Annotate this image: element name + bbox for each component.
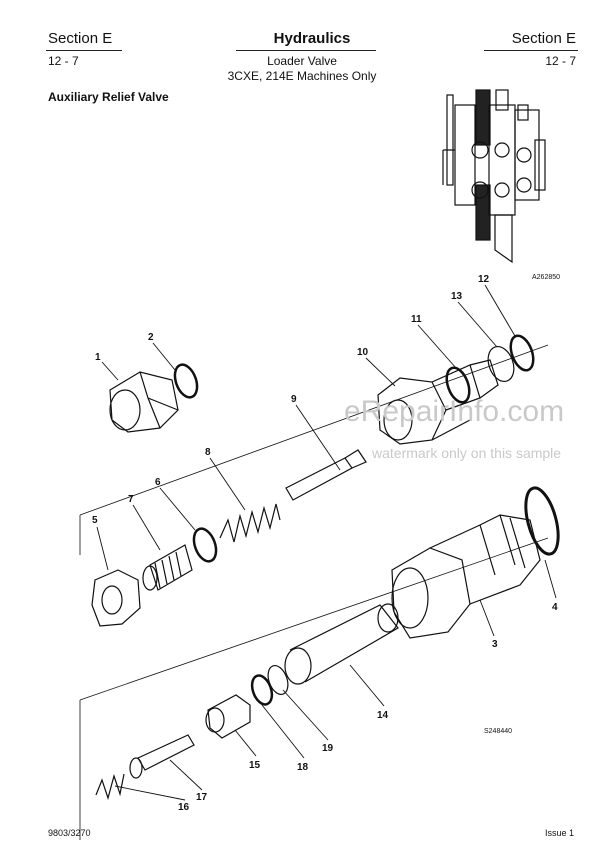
part-18-oring xyxy=(250,674,274,706)
callout-12: 12 xyxy=(478,274,490,285)
main-figure-code: S248440 xyxy=(484,728,512,735)
part-9-plunger xyxy=(285,449,367,501)
watermark-sub: watermark only on this sample xyxy=(371,445,561,461)
header-rule-right xyxy=(484,50,578,51)
part-12-oring xyxy=(509,334,535,372)
small-figure-code: A262850 xyxy=(532,274,560,281)
callout-11: 11 xyxy=(411,314,422,325)
section-label-left: Section E xyxy=(48,30,113,47)
page-header: Section E Hydraulics Section E xyxy=(46,28,578,52)
callout-5: 5 xyxy=(92,515,98,526)
callout-9: 9 xyxy=(291,394,297,405)
subtitle: Loader Valve 3CXE, 214E Machines Only xyxy=(0,54,604,84)
callout-15: 15 xyxy=(249,760,261,771)
part-15-poppet xyxy=(205,694,251,739)
part-16-spring xyxy=(95,773,125,801)
callout-1: 1 xyxy=(95,352,101,363)
part-8-spring xyxy=(219,503,281,543)
callout-17: 17 xyxy=(196,792,208,803)
callout-13: 13 xyxy=(451,291,463,302)
callout-3: 3 xyxy=(492,639,498,650)
page-title: Hydraulics xyxy=(273,30,351,47)
part-17-pin xyxy=(129,734,195,779)
loader-valve-block-drawing xyxy=(442,89,546,264)
header-rule-left xyxy=(46,50,122,51)
part-6-oring xyxy=(192,527,218,563)
document-number: 9803/3270 xyxy=(48,828,91,838)
callout-18: 18 xyxy=(297,762,309,773)
section-heading: Auxiliary Relief Valve xyxy=(48,90,169,104)
callout-4: 4 xyxy=(552,602,558,613)
callout-8: 8 xyxy=(205,447,211,458)
part-1-cap xyxy=(109,371,179,433)
part-5-locknut xyxy=(91,569,141,627)
callout-2: 2 xyxy=(148,332,154,343)
part-4-oring xyxy=(524,486,560,556)
callout-14: 14 xyxy=(377,710,389,721)
part-11-oring xyxy=(445,366,471,404)
part-10-valve-body xyxy=(377,359,499,445)
callout-6: 6 xyxy=(155,477,161,488)
callout-7: 7 xyxy=(128,494,134,505)
page-number-right: 12 - 7 xyxy=(545,54,576,68)
section-label-right: Section E xyxy=(511,30,576,47)
callout-19: 19 xyxy=(322,743,334,754)
part-14-sleeve xyxy=(284,603,399,685)
page-number-left: 12 - 7 xyxy=(48,54,79,68)
watermark-main: eRepairInfo.com xyxy=(344,395,564,428)
callout-16: 16 xyxy=(178,802,190,813)
part-7-adjuster xyxy=(142,544,193,591)
issue-number: Issue 1 xyxy=(544,828,574,838)
part-3-housing xyxy=(391,514,541,639)
subtitle-line2: 3CXE, 214E Machines Only xyxy=(227,69,377,83)
part-2-oring xyxy=(173,363,199,399)
header-rule-center xyxy=(236,50,376,51)
subtitle-line1: Loader Valve xyxy=(267,54,337,68)
callout-10: 10 xyxy=(357,347,369,358)
part-13-backup-ring xyxy=(487,345,515,383)
part-19-backup-ring xyxy=(267,664,289,696)
